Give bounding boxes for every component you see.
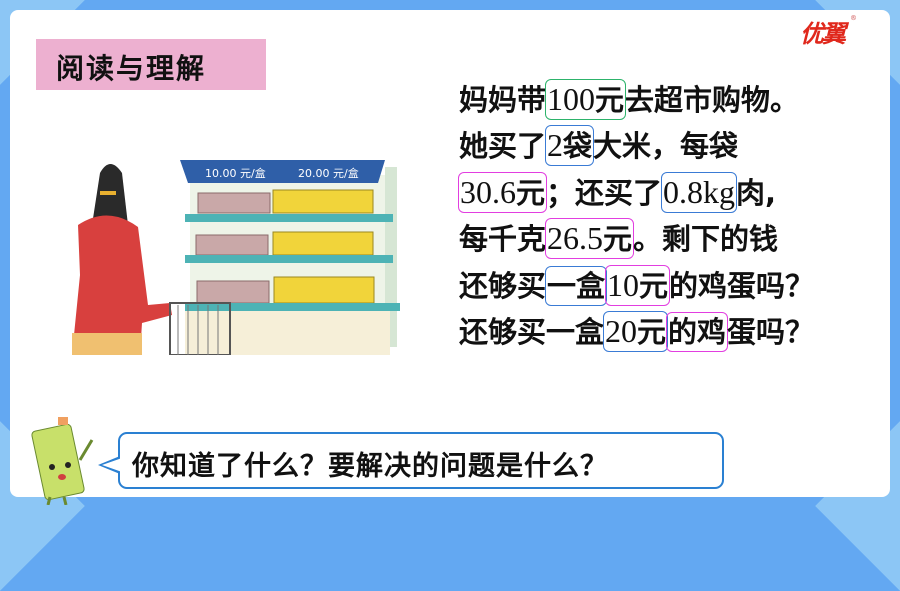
number-value: 20 [605, 312, 638, 349]
brand-logo: 优翼 ® [800, 14, 857, 49]
price-sign [180, 160, 385, 183]
highlighted-segment: 的鸡 [666, 311, 729, 352]
question-speech-bubble: 你知道了什么？要解决的问题是什么？ [98, 432, 724, 489]
highlighted-segment: 一盒 [545, 265, 608, 306]
shelf-board [185, 214, 393, 222]
price-label-1: 10.00 元/盒 [205, 166, 266, 180]
segment-text: 的鸡蛋吗？ [669, 268, 815, 303]
segment-text: 肉, [736, 175, 777, 210]
text-segment: 蛋吗？ [727, 310, 814, 354]
logo-mark: ® [850, 14, 857, 22]
bubble-text: 你知道了什么？要解决的问题是什么？ [132, 451, 608, 482]
problem-line: 妈妈带100元去超市购物。 [459, 78, 814, 124]
segment-text: 她买了 [459, 129, 547, 164]
number-value: 10 [607, 266, 640, 303]
text-segment: ；还买了 [546, 171, 662, 215]
segment-text: 一盒 [547, 268, 606, 303]
problem-line: 还够买一盒20元的鸡蛋吗？ [459, 310, 814, 356]
highlighted-segment: 30.6元 [458, 171, 548, 213]
segment-text: 还够买 [459, 268, 547, 303]
text-segment: 还够买一盒 [459, 310, 604, 354]
number-value: 26.5 [547, 220, 604, 257]
price-label-2: 20.00 元/盒 [298, 166, 359, 180]
number-value: 100 [547, 81, 596, 117]
number-value: 30.6 [460, 173, 516, 210]
problem-line: 每千克26.5元。剩下的钱 [459, 217, 814, 263]
highlighted-segment: 0.8kg [661, 171, 738, 213]
text-segment: 妈妈带 [459, 78, 546, 122]
segment-text: 还够买一盒 [459, 314, 605, 349]
text-segment: 。剩下的钱 [633, 217, 778, 261]
logo-text: 优翼 [800, 20, 846, 48]
segment-text: 妈妈带 [459, 83, 547, 117]
text-segment: 肉, [736, 171, 776, 215]
unit-text: 元 [639, 268, 669, 303]
segment-text: 去超市购物。 [625, 83, 800, 117]
unit-text: 袋 [563, 129, 593, 164]
problem-line: 还够买一盒10元的鸡蛋吗？ [459, 264, 814, 310]
text-segment: 每千克 [459, 217, 546, 261]
segment-text: 每千克 [459, 222, 547, 257]
slide-card [10, 10, 890, 497]
woman-shopper [72, 164, 231, 355]
unit-text: 元 [637, 314, 667, 349]
egg-boxes [195, 189, 375, 304]
text-segment: 还够买 [459, 264, 546, 308]
segment-text: ；还买了 [546, 175, 663, 210]
text-segment: 去超市购物。 [625, 78, 799, 122]
segment-text: 。剩下的钱 [633, 222, 779, 257]
highlighted-segment: 100元 [545, 79, 627, 120]
segment-text: 的鸡 [668, 314, 727, 349]
problem-line: 她买了2袋大米，每袋 [459, 124, 814, 170]
supermarket-illustration: 10.00 元/盒 20.00 元/盒 [72, 160, 400, 355]
text-segment: 她买了 [459, 124, 546, 168]
problem-line: 30.6元；还买了0.8kg肉, [458, 171, 814, 217]
highlighted-segment: 10元 [605, 264, 671, 306]
text-segment: 大米，每袋 [593, 124, 738, 168]
shelf-board [185, 303, 400, 311]
segment-text: 蛋吗？ [727, 314, 815, 349]
highlighted-segment: 26.5元 [545, 218, 635, 260]
section-title: 阅读与理解 [56, 52, 207, 85]
highlighted-segment: 20元 [603, 310, 669, 352]
segment-text: 大米，每袋 [593, 129, 739, 164]
section-title-box: 阅读与理解 [36, 39, 266, 90]
shelf-base [185, 311, 390, 355]
text-segment: 的鸡蛋吗？ [669, 264, 814, 308]
number-value: 2 [547, 127, 564, 164]
unit-text: 元 [603, 222, 633, 257]
unit-text: 元 [595, 83, 625, 117]
book-mascot-icon [31, 417, 94, 505]
highlighted-segment: 2袋 [545, 125, 595, 167]
unit-text: 元 [516, 175, 546, 210]
number-value: 0.8kg [663, 173, 736, 210]
shelf-board [185, 255, 393, 263]
